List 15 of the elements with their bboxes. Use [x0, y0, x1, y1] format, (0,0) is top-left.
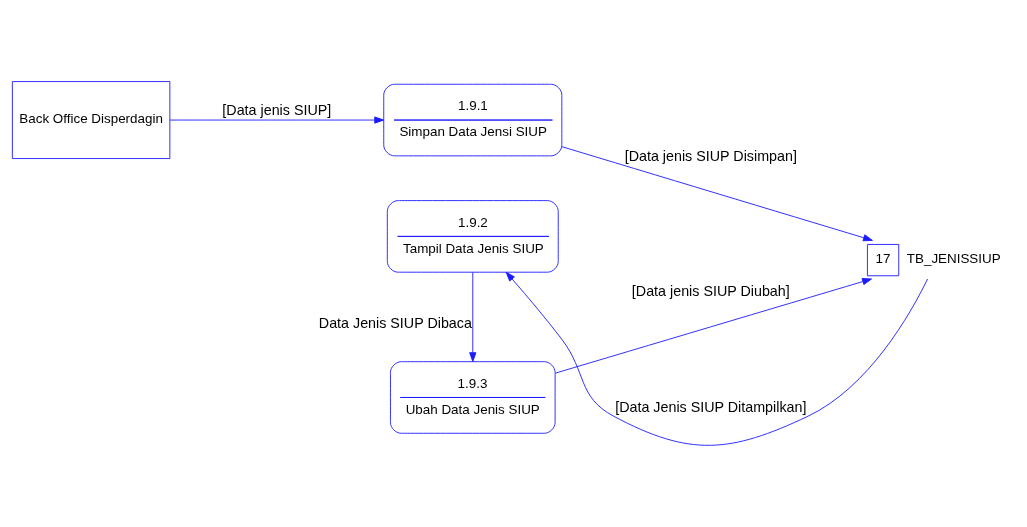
edge-label: [Data jenis SIUP Disimpan]	[624, 148, 797, 165]
arrow	[561, 146, 873, 242]
arrow	[169, 116, 385, 124]
node-box: 1.9.1 Simpan Data Jensi SIUP	[383, 83, 563, 157]
node-box: 1.9.2 Tampil Data Jenis SIUP	[386, 200, 559, 273]
node-box: 1.9.3 Ubah Data Jenis SIUP	[390, 361, 556, 434]
arrow	[505, 271, 928, 446]
node-text: 17 TB_JENISSIUP	[875, 251, 1001, 267]
edge-label: [Data Jenis SIUP Ditampilkan]	[615, 398, 807, 415]
edge-label: [Data jenis SIUP Diubah]	[631, 283, 790, 300]
node-box: Back Office Disperdagin	[11, 81, 171, 159]
arrow	[554, 278, 872, 374]
arrow	[469, 271, 477, 363]
edge-label: Data Jenis SIUP Dibaca	[318, 315, 472, 332]
edge-label: [Data jenis SIUP]	[222, 102, 332, 119]
